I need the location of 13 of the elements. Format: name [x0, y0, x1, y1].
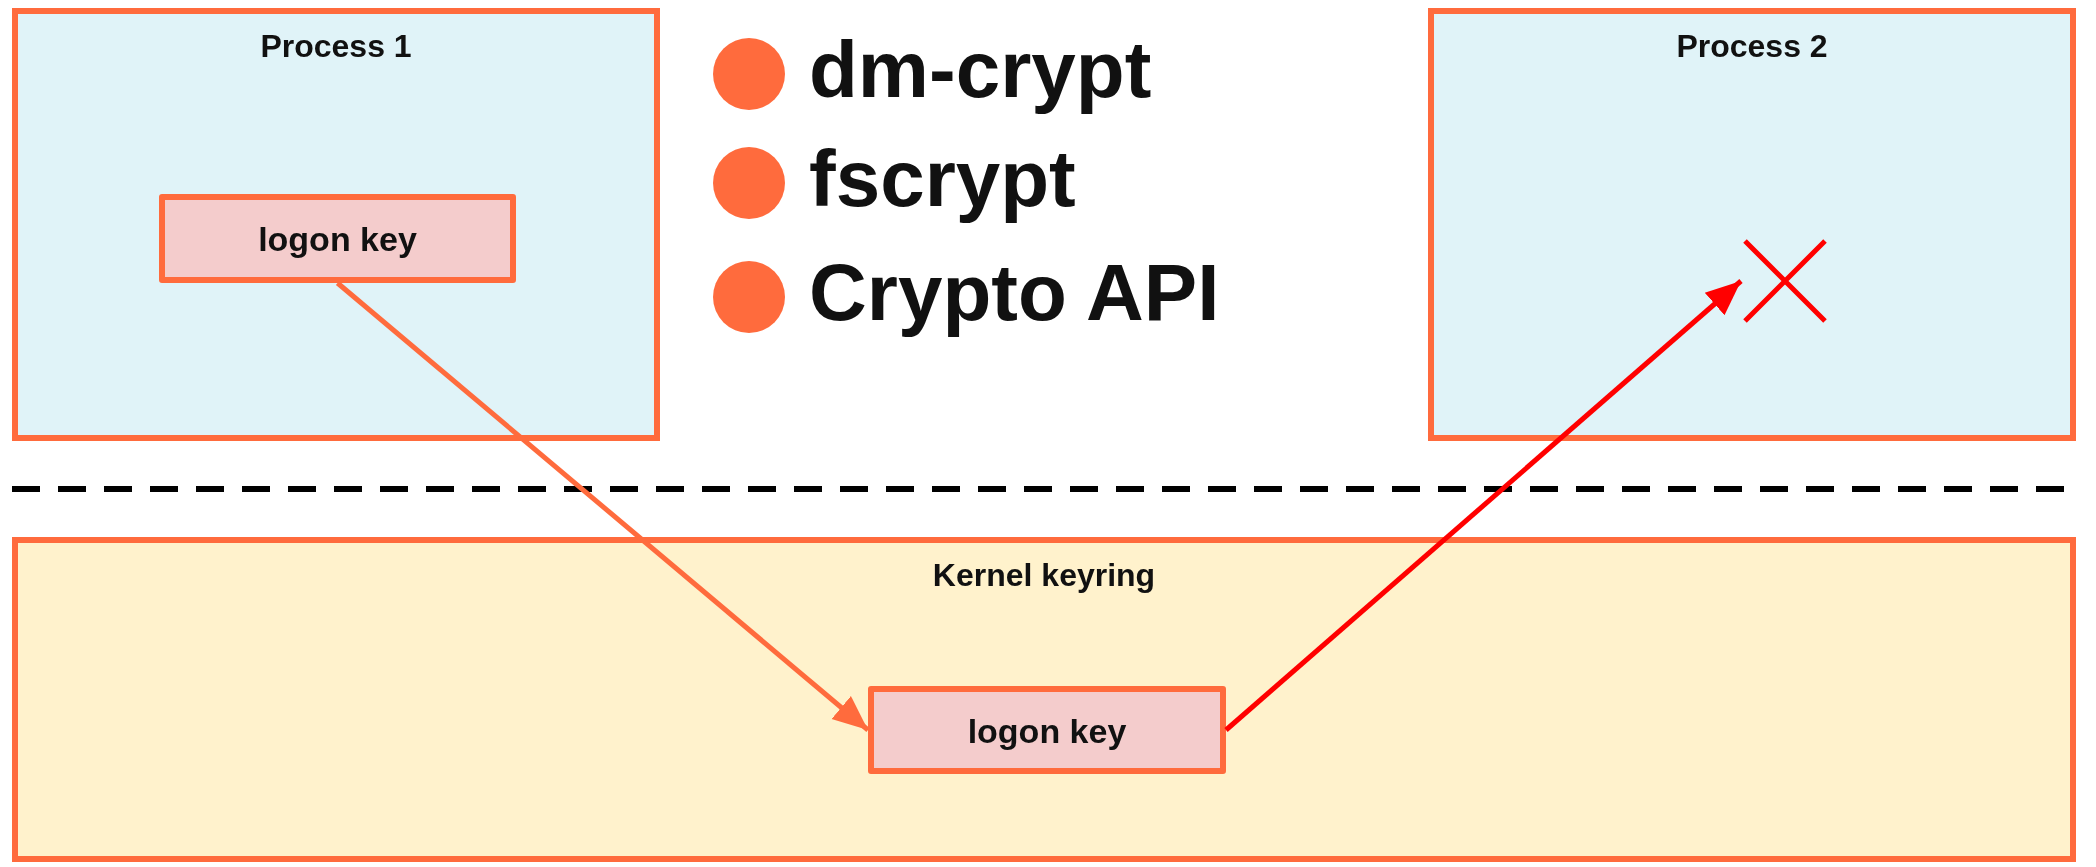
key-box — [868, 686, 1226, 774]
process-box — [1428, 8, 2076, 441]
arrow — [335, 281, 870, 732]
box-title: Process 2 — [1675, 28, 1829, 65]
arrow — [1224, 279, 1743, 732]
box-title: logon key — [257, 220, 418, 259]
key-box — [159, 194, 516, 283]
box-title: Process 1 — [259, 28, 413, 65]
box-title: Kernel keyring — [931, 557, 1157, 594]
process-box — [12, 8, 660, 441]
cross-mark — [1741, 237, 1829, 325]
box-title: logon key — [966, 712, 1128, 751]
keyring-box — [12, 537, 2076, 862]
